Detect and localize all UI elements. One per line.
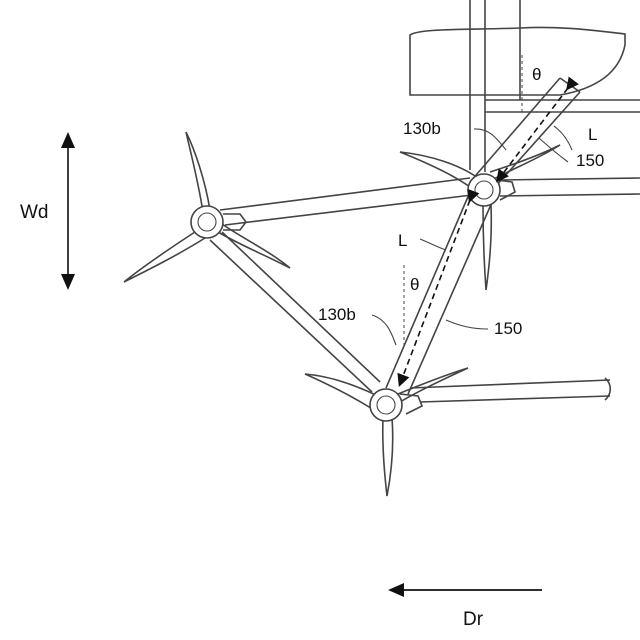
ref-150-upper-label: 150 (576, 151, 604, 170)
angle-references (404, 55, 522, 345)
leader-150-upper (539, 138, 568, 162)
top-structure (410, 0, 640, 172)
length-upper-label: L (588, 125, 597, 144)
length-lower-label: L (398, 231, 407, 250)
leader-150-lower (446, 320, 488, 329)
theta-upper-label: θ (532, 65, 541, 84)
dr-label: Dr (463, 609, 484, 630)
leader-130b-lower (372, 315, 396, 345)
ref-150-lower-label: 150 (494, 319, 522, 338)
turbine-upper (400, 145, 560, 290)
ref-130b-lower-label: 130b (318, 305, 356, 324)
beam-left-to-upper (220, 178, 472, 225)
wd-arrow (61, 132, 75, 290)
turbine-left (124, 132, 290, 282)
wd-label: Wd (20, 202, 49, 223)
theta-lower-label: θ (410, 275, 419, 294)
dr-arrow (388, 583, 542, 597)
right-lattice (410, 178, 640, 402)
ref-130b-upper-label: 130b (403, 119, 441, 138)
leader-L-lower (420, 239, 446, 250)
member-150-lower (386, 192, 493, 394)
